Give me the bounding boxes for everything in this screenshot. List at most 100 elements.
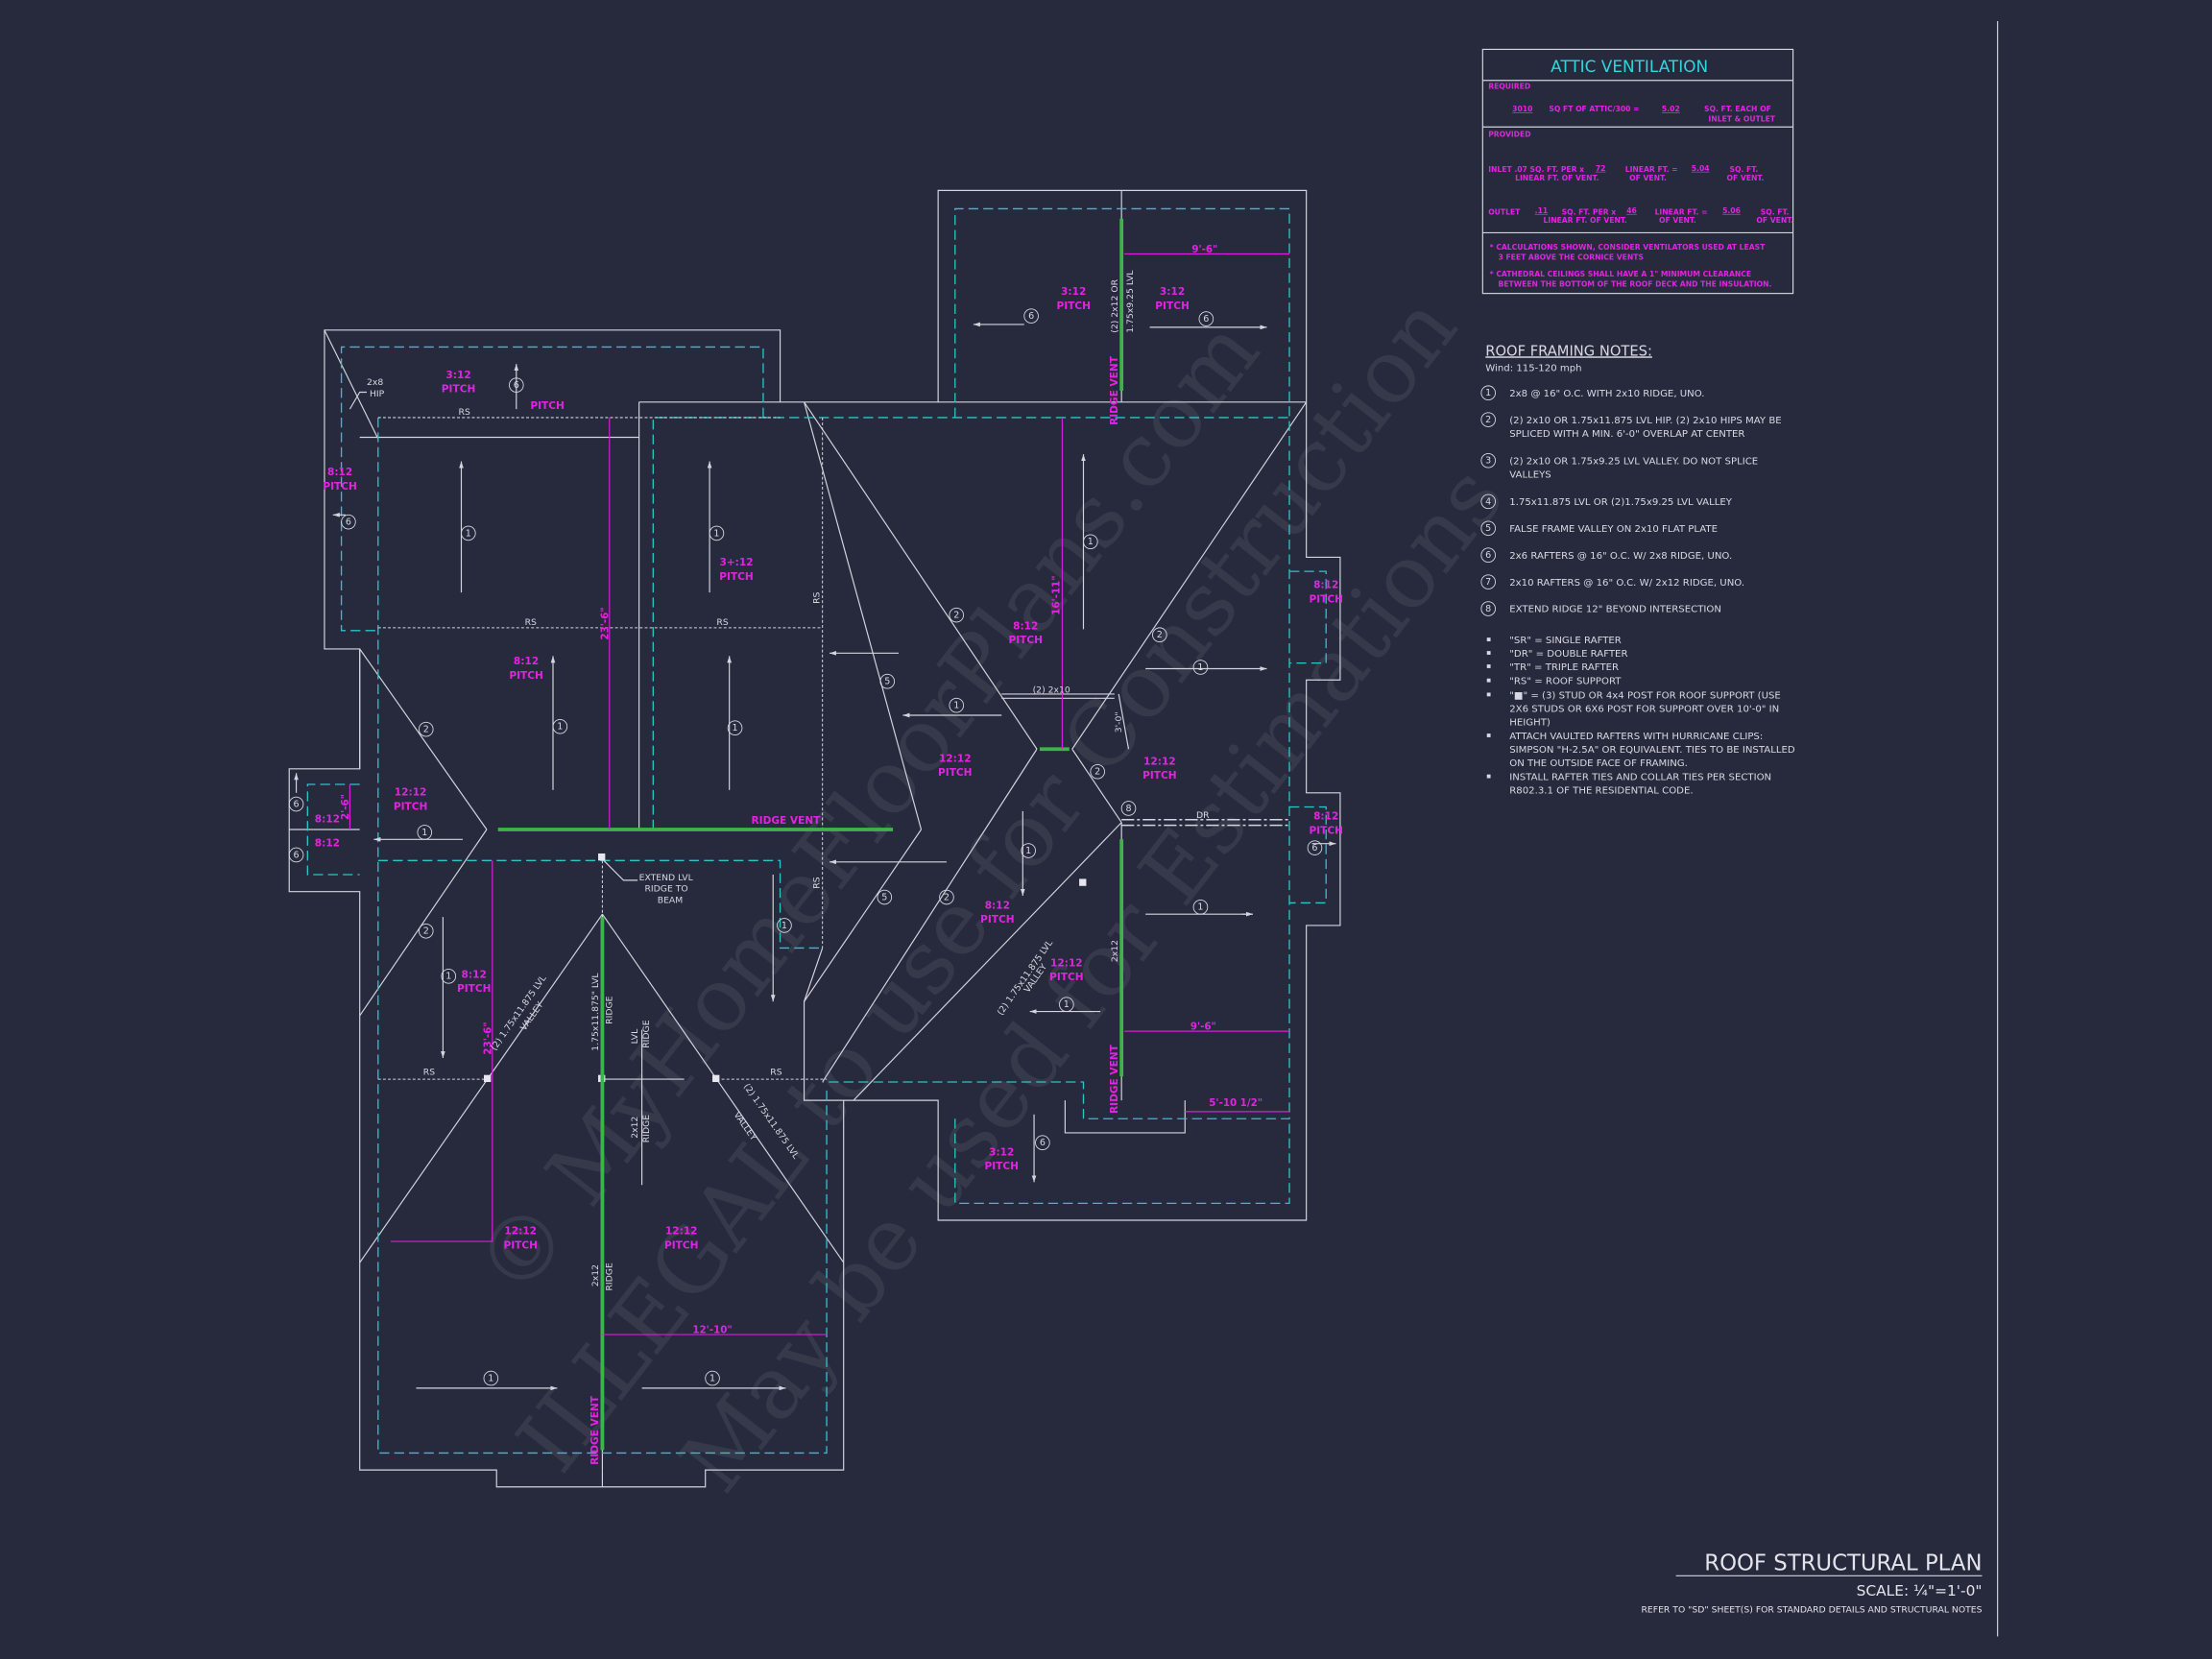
inlet-vent-area: 5.04 (1692, 164, 1710, 173)
pitch-ratio: 12:12 (665, 1226, 698, 1238)
dimension-label: 9'-6" (1190, 1022, 1216, 1033)
outlet-unit: SQ. FT. (1761, 207, 1790, 216)
note-callout: 1 (1192, 660, 1209, 675)
ridge-vent-label: RIDGE VENT (752, 815, 822, 827)
hip-label: HIP (370, 389, 385, 399)
bullet-text: R802.3.1 OF THE RESIDENTIAL CODE. (1509, 786, 1693, 797)
bullet-icon (1486, 692, 1491, 697)
note-callout: 1 (705, 1370, 720, 1386)
note-number: 6 (1485, 550, 1491, 561)
note-callout: 1 (709, 525, 725, 541)
pitch-ratio: 12:12 (1050, 958, 1083, 970)
dimension-lines (349, 252, 1290, 1335)
bullet-icon (1486, 637, 1491, 641)
note-callout: 2 (939, 889, 954, 905)
callout-number: 1 (953, 701, 959, 711)
callout-circle-icon (483, 1370, 499, 1386)
note-number-circle-icon (1480, 412, 1496, 427)
pitch-word: PITCH (442, 383, 475, 395)
note-callout: 1 (461, 525, 476, 541)
callout-circle-icon (1192, 900, 1209, 915)
note-text: 2x6 RAFTERS @ 16" O.C. W/ 2x8 RIDGE, UNO… (1509, 551, 1732, 562)
rs-label: RS (770, 1068, 781, 1078)
pitch-word: PITCH (664, 1239, 698, 1251)
post-marker (598, 853, 606, 861)
callout-number: 1 (488, 1374, 493, 1384)
pitch-ratio: 12:12 (1143, 756, 1176, 767)
callout-number: 6 (1040, 1138, 1046, 1148)
wind-speed: Wind: 115-120 mph (1485, 363, 1581, 373)
note-number: 2 (1485, 415, 1491, 425)
callout-circle-icon (1021, 843, 1036, 858)
ventilation-note: BETWEEN THE BOTTOM OF THE ROOF DECK AND … (1498, 279, 1771, 288)
note-callout: 6 (1023, 308, 1039, 324)
bullet-icon (1486, 733, 1491, 737)
provided-label: PROVIDED (1488, 131, 1530, 139)
dimension-label: 2'-6" (340, 794, 351, 820)
required-attic-area: 3010 (1512, 105, 1532, 113)
note-text: 2x8 @ 16" O.C. WITH 2x10 RIDGE, UNO. (1509, 389, 1704, 399)
pitch-word: PITCH (1309, 825, 1342, 836)
callout-circle-icon (949, 697, 965, 713)
callout-number: 1 (421, 828, 427, 838)
required-unit: INLET & OUTLET (1708, 114, 1775, 123)
note-callout: 1 (552, 718, 568, 734)
rs-label: RS (423, 1068, 435, 1078)
inlet-unit: OF VENT. (1629, 174, 1667, 182)
bullet-text: "SR" = SINGLE RAFTER (1509, 636, 1622, 646)
ridge-vent-label: RIDGE VENT (1109, 1044, 1120, 1114)
note-number: 1 (1485, 388, 1491, 398)
roof-support-lines (377, 417, 1290, 1080)
rs-label: RS (459, 407, 470, 418)
pitch-ratio: 8:12 (327, 467, 352, 478)
callout-number: 1 (1064, 999, 1070, 1010)
note-text: SPLICED WITH A MIN. 6'-0" OVERLAP AT CEN… (1509, 429, 1744, 440)
callout-number: 1 (781, 921, 787, 931)
callout-circle-icon (1198, 311, 1214, 326)
callout-circle-icon (949, 607, 965, 623)
ridge-label: RIDGE (605, 1262, 615, 1290)
callout-number: 8 (1125, 804, 1131, 814)
bullet-text: ATTACH VAULTED RAFTERS WITH HURRICANE CL… (1509, 732, 1763, 742)
dimension-label: 23'-6" (599, 607, 611, 639)
pitch-ratio: 8:12 (1313, 811, 1338, 823)
watermark: © MyHomeFloorPlans.com ILLEGAL to use fo… (456, 277, 1523, 1510)
note-number: 4 (1485, 496, 1491, 507)
callout-number: 1 (1197, 662, 1203, 673)
pitch-word: PITCH (394, 801, 427, 812)
bullet-text: "TR" = TRIPLE RAFTER (1509, 662, 1619, 673)
outlet-label: OUTLET (1488, 207, 1521, 216)
pitch-word: PITCH (938, 767, 972, 779)
note-callout: 6 (509, 377, 524, 393)
callout-number: 6 (294, 799, 300, 809)
post-marker (1079, 878, 1087, 886)
pitch-word: PITCH (503, 1239, 537, 1251)
pitch-word: PITCH (1309, 593, 1342, 605)
callout-circle-icon (709, 525, 725, 541)
note-number: 8 (1485, 604, 1491, 614)
ventilation-note: * CATHEDRAL CEILINGS SHALL HAVE A 1" MIN… (1490, 270, 1751, 278)
pitch-ratio: 3:12 (1160, 286, 1185, 298)
note-callout: 2 (1090, 763, 1105, 780)
pitch-ratio: 8:12 (985, 900, 1010, 911)
callout-circle-icon (705, 1370, 720, 1386)
callout-circle-icon (1059, 997, 1074, 1012)
note-callout: 1 (777, 918, 792, 933)
dimension-label: 12'-10" (692, 1325, 732, 1336)
pitch-ratio: 8:12 (462, 969, 487, 980)
note-text: FALSE FRAME VALLEY ON 2x10 FLAT PLATE (1509, 524, 1718, 535)
framing-note-item: 1 2x8 @ 16" O.C. WITH 2x10 RIDGE, UNO. (1480, 385, 1705, 401)
note-callout: 6 (1035, 1135, 1050, 1150)
note-text: EXTEND RIDGE 12" BEYOND INTERSECTION (1509, 605, 1721, 615)
note-callout: 2 (1152, 627, 1167, 643)
pitch-word: PITCH (985, 1161, 1019, 1172)
inlet-linear-ft: 72 (1596, 164, 1606, 173)
callout-circle-icon (1090, 763, 1105, 780)
outlet-unit: OF VENT. (1756, 216, 1793, 225)
dimension-label: 5'-10 1/2" (1209, 1097, 1262, 1109)
title-block: ROOF STRUCTURAL PLAN SCALE: ¼"=1'-0" REF… (1642, 1551, 1983, 1615)
